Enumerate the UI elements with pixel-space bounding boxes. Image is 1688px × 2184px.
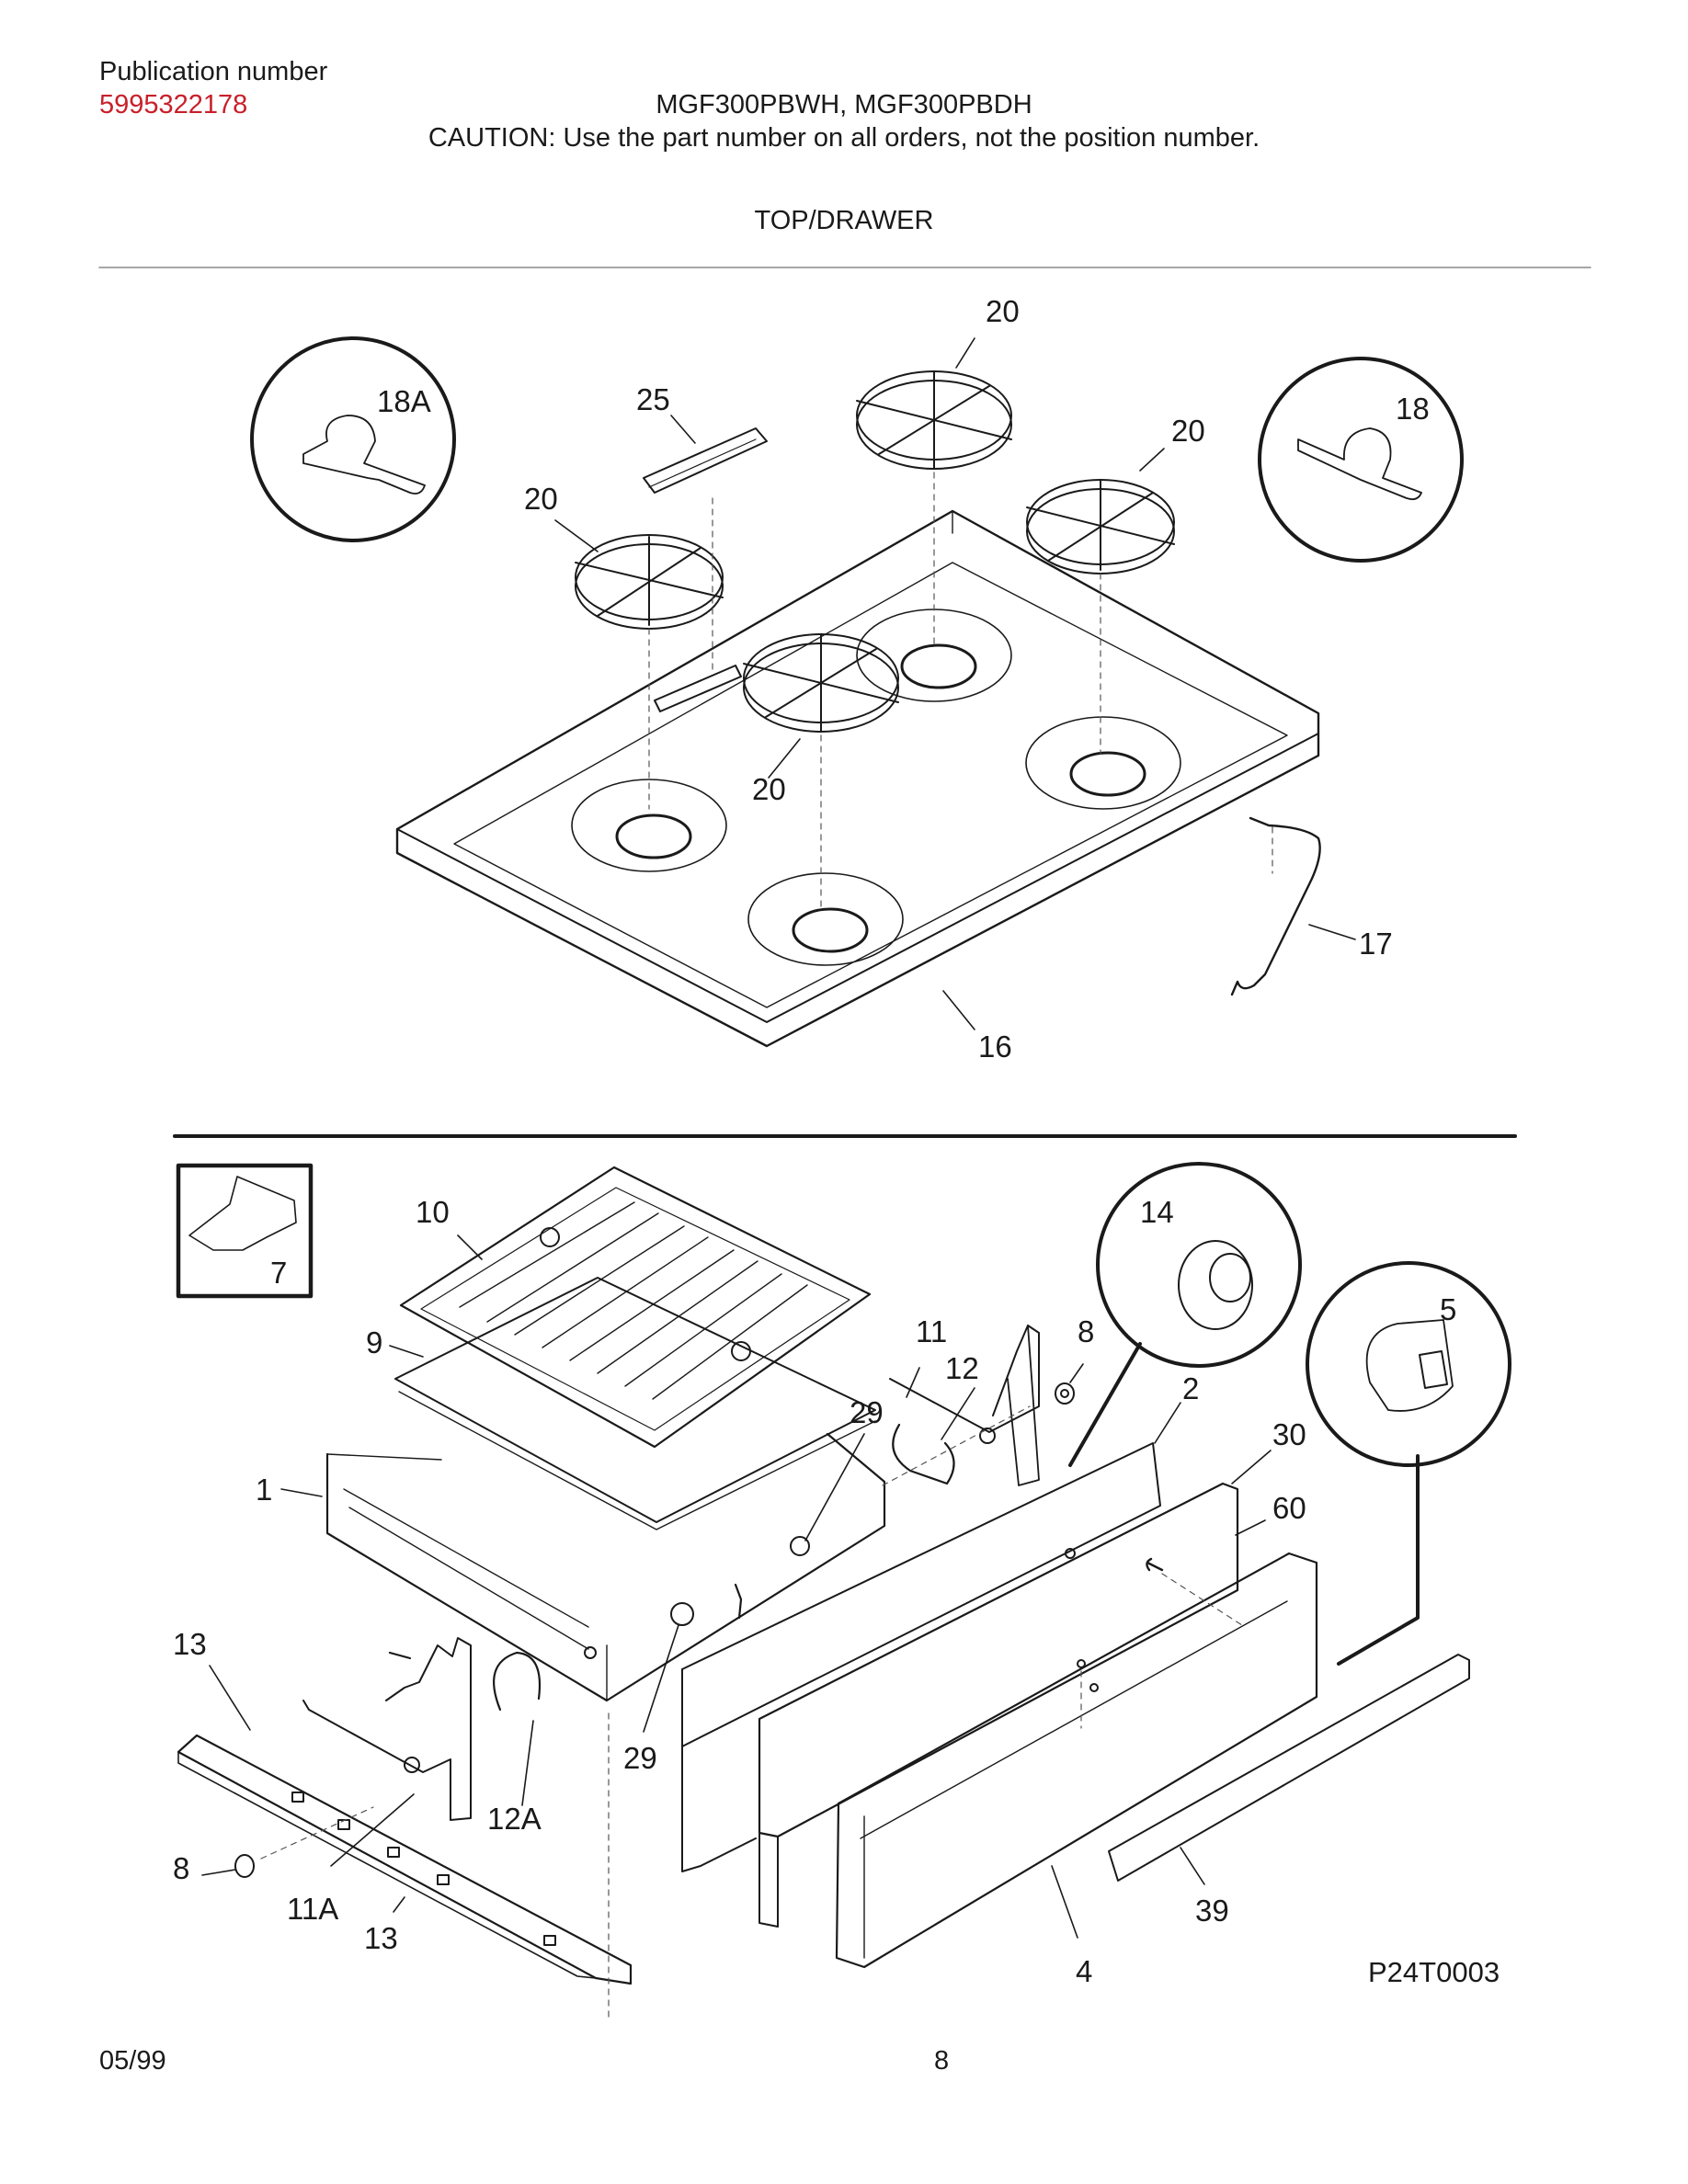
callout-10: 10 xyxy=(416,1195,450,1229)
alignment-lines xyxy=(648,472,1273,911)
callout-12: 12 xyxy=(945,1351,979,1385)
callout-13-bottom: 13 xyxy=(364,1921,398,1955)
callout-2: 2 xyxy=(1182,1371,1199,1405)
section-title: TOP/DRAWER xyxy=(754,206,934,235)
publication-date: 05/99 xyxy=(99,2046,166,2076)
page-number: 8 xyxy=(934,2046,950,2076)
panel-30 xyxy=(758,1482,1239,1928)
callout-18a: 18A xyxy=(377,384,431,418)
drawer-body-1 xyxy=(325,1432,886,1702)
cooktop-outline xyxy=(395,509,1320,1048)
panel-2 xyxy=(681,1442,1161,1872)
screw xyxy=(388,1583,743,1660)
caution-note: CAUTION: Use the part number on all orde… xyxy=(428,123,1260,153)
drawer-front-4 xyxy=(835,1552,1318,1969)
figure-id: P24T0003 xyxy=(1368,1956,1500,1988)
callout-39: 39 xyxy=(1195,1894,1229,1928)
broiler-pan-9 xyxy=(394,1277,876,1530)
callout-14: 14 xyxy=(1140,1195,1174,1229)
bumper-29-top xyxy=(790,1536,810,1556)
screw-60 xyxy=(1146,1557,1164,1572)
stop-8-bottom xyxy=(234,1854,255,1878)
callout-4: 4 xyxy=(1076,1954,1092,1988)
trim-39 xyxy=(1108,1654,1470,1882)
callout-29-top: 29 xyxy=(850,1395,884,1429)
callout-13-top: 13 xyxy=(173,1627,207,1661)
bracket-18a-inset xyxy=(250,336,456,542)
callout-11a: 11A xyxy=(287,1892,338,1926)
callout-20-left: 20 xyxy=(524,482,558,516)
callout-9: 9 xyxy=(366,1325,382,1359)
model-numbers: MGF300PBWH, MGF300PBDH xyxy=(656,90,1032,119)
burner-wells xyxy=(571,609,1181,966)
callout-12a: 12A xyxy=(487,1802,542,1836)
callout-20-front: 20 xyxy=(752,772,786,806)
bumper-29-bottom xyxy=(670,1602,694,1626)
callout-1: 1 xyxy=(256,1473,272,1507)
callout-18: 18 xyxy=(1396,392,1430,426)
vent-trim xyxy=(643,427,768,712)
top-callout-labels: 20 20 20 20 25 18A 18 17 16 xyxy=(377,294,1430,1064)
callout-11: 11 xyxy=(916,1314,947,1348)
broiler-pan-10 xyxy=(399,1166,872,1449)
bottom-callout-labels: 7 10 9 1 11 12 8 14 5 2 30 60 29 29 13 1… xyxy=(173,1195,1500,1988)
publication-number: 5995322178 xyxy=(99,90,248,119)
callout-7: 7 xyxy=(270,1256,287,1290)
inset-7-box xyxy=(176,1163,314,1299)
callout-5: 5 xyxy=(1440,1292,1456,1326)
callout-17: 17 xyxy=(1359,927,1393,961)
bracket-11a xyxy=(302,1637,472,1821)
top-leader-lines xyxy=(554,337,1356,1030)
bracket-11 xyxy=(889,1325,1040,1486)
burner-grates xyxy=(575,370,1175,733)
stop-8-top xyxy=(1055,1382,1075,1405)
clip-12a xyxy=(493,1651,541,1712)
bottom-leader-lines xyxy=(201,1234,1272,1939)
callout-25: 25 xyxy=(636,382,670,416)
knob-5-inset xyxy=(1306,1261,1511,1666)
publication-label: Publication number xyxy=(99,57,328,86)
rail-13 xyxy=(177,1734,633,1985)
callout-16: 16 xyxy=(978,1029,1012,1064)
knob-14-inset xyxy=(1068,1162,1302,1467)
callout-8-bottom: 8 xyxy=(173,1851,189,1885)
bottom-alignment-lines xyxy=(260,1405,1246,2023)
callout-8-top: 8 xyxy=(1078,1314,1094,1348)
callout-29-bottom: 29 xyxy=(623,1741,657,1775)
igniter-wire xyxy=(1230,816,1321,996)
bracket-18-inset xyxy=(1258,357,1464,563)
callout-20-right: 20 xyxy=(1171,414,1205,448)
clip-12 xyxy=(892,1423,955,1485)
callout-60: 60 xyxy=(1272,1491,1306,1525)
callout-20-top: 20 xyxy=(986,294,1020,328)
callout-30: 30 xyxy=(1272,1417,1306,1451)
